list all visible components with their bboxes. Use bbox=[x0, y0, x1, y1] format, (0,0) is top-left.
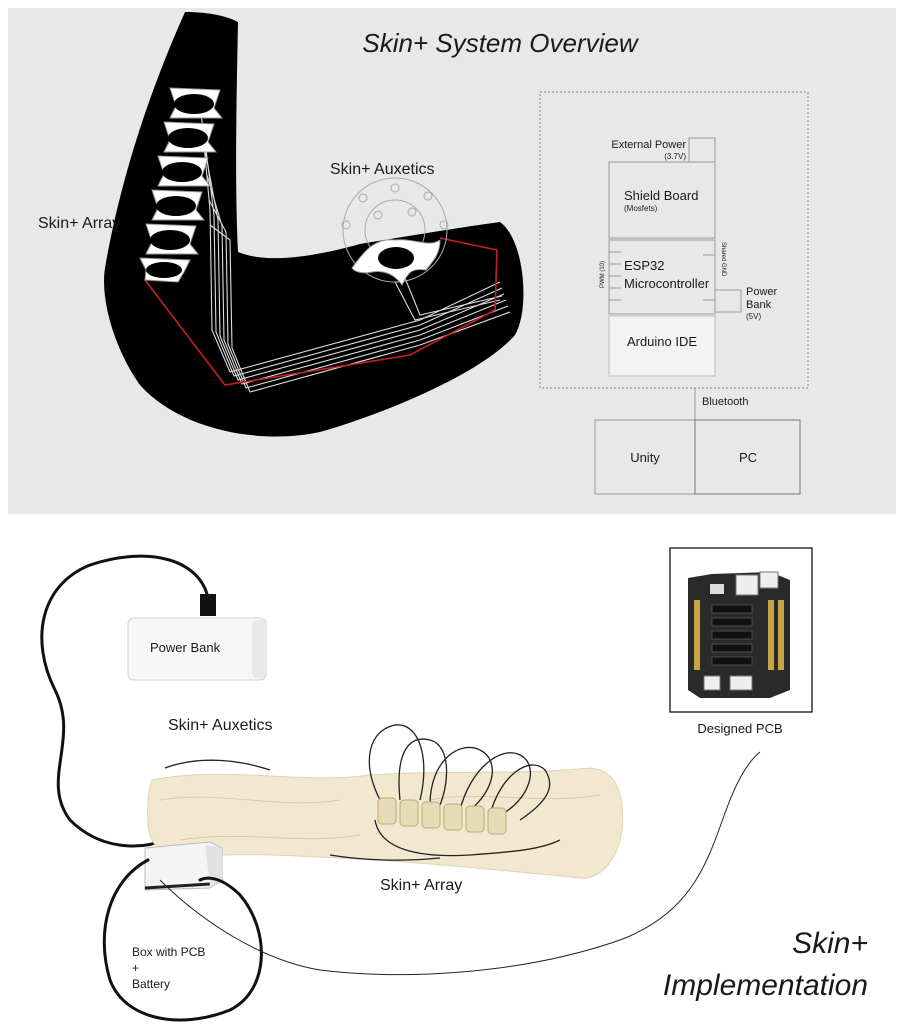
pwm-label: PWM (10) bbox=[600, 261, 606, 288]
pcb-box bbox=[145, 842, 222, 890]
pc-label: PC bbox=[739, 450, 757, 465]
auxetics-impl-label: Skin+ Auxetics bbox=[168, 717, 273, 734]
bluetooth-label: Bluetooth bbox=[702, 396, 748, 408]
designed-pcb-label: Designed PCB bbox=[697, 721, 782, 736]
designed-pcb-inset bbox=[670, 548, 812, 712]
microcontroller-label: Microcontroller bbox=[624, 276, 710, 291]
bank-voltage: (5V) bbox=[746, 312, 761, 321]
box-label-line2: + bbox=[132, 961, 139, 975]
box-label-line3: Battery bbox=[132, 977, 170, 991]
arduino-ide-label: Arduino IDE bbox=[627, 334, 697, 349]
auxetics-label: Skin+ Auxetics bbox=[330, 161, 435, 178]
overview-title: Skin+ System Overview bbox=[362, 28, 639, 58]
shared-gnd-label: Shared GND bbox=[720, 242, 726, 277]
power-bank: Power Bank bbox=[128, 594, 266, 680]
implementation-title-line1: Skin+ bbox=[792, 927, 868, 960]
implementation-panel: Power Bank Skin+ Auxetics Skin+ Array bbox=[42, 548, 868, 1020]
box-label-line1: Box with PCB bbox=[132, 945, 205, 959]
array-label: Skin+ Array bbox=[38, 215, 120, 232]
power-label: Power bbox=[746, 286, 778, 298]
unity-label: Unity bbox=[630, 450, 660, 465]
external-power-voltage: (3.7V) bbox=[664, 152, 686, 161]
shield-board-label: Shield Board bbox=[624, 188, 698, 203]
external-power-label: External Power bbox=[611, 139, 686, 151]
esp32-label: ESP32 bbox=[624, 258, 664, 273]
bank-label: Bank bbox=[746, 299, 772, 311]
implementation-title-line2: Implementation bbox=[663, 969, 868, 1002]
system-overview-panel: Skin+ System Overview bbox=[8, 8, 896, 514]
array-impl-label: Skin+ Array bbox=[380, 877, 462, 894]
shield-board-sublabel: (Mosfets) bbox=[624, 204, 658, 213]
power-bank-label: Power Bank bbox=[150, 640, 221, 655]
